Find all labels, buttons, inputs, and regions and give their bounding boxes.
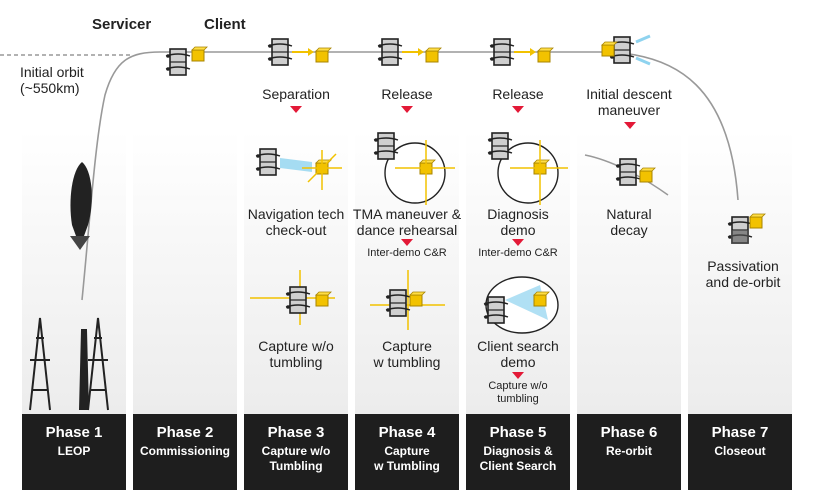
- phase-1-title: Phase 1: [45, 424, 103, 441]
- natural-decay-line1: Natural: [606, 206, 652, 222]
- launch-tower-icon: [29, 317, 109, 411]
- servicer-client-pair-icon-p4: [377, 38, 442, 66]
- phase-5-subtitle-2: Client Search: [479, 459, 557, 473]
- phase-1-subtitle: LEOP: [57, 444, 91, 458]
- phase-3-subtitle-1: Capture w/o: [261, 444, 331, 458]
- phase-2-box: Phase 2 Commissioning: [133, 414, 237, 490]
- release-arrow-p4: [401, 106, 413, 113]
- client-search-line2: demo: [500, 354, 536, 370]
- rocket-icon: [70, 162, 92, 250]
- capture-wo-p5-line1: Capture w/o: [488, 380, 548, 392]
- servicer-client-pair-icon-p6: [601, 34, 651, 66]
- navigation-check-illustration: [255, 148, 342, 190]
- initial-descent-label: Initial descent maneuver: [574, 86, 684, 118]
- phase-4-subtitle-2: w Tumbling: [374, 459, 440, 473]
- phase-6-box: Phase 6 Re-orbit: [577, 414, 681, 490]
- natural-decay-line2: decay: [610, 222, 648, 238]
- navigation-check-label: Navigation tech check-out: [238, 206, 354, 238]
- phase-3-subtitle-2: Tumbling: [269, 459, 323, 473]
- passivation-line1: Passivation: [707, 258, 779, 274]
- phase-7-subtitle: Closeout: [714, 444, 766, 458]
- inter-demo-arrow-p5: [512, 239, 524, 246]
- capture-wo-tumbling-line1: Capture w/o: [258, 338, 334, 354]
- phase-6-subtitle: Re-orbit: [606, 444, 652, 458]
- inter-demo-label-p5: Inter-demo C&R: [478, 247, 558, 259]
- phase-3-box: Phase 3 Capture w/o Tumbling: [244, 414, 348, 490]
- capture-wo-arrow-p5: [512, 372, 524, 379]
- passivation-illustration: [727, 213, 766, 244]
- diagnosis-demo-line1: Diagnosis: [487, 206, 549, 222]
- natural-decay-illustration: [584, 154, 669, 196]
- separation-arrow: [290, 106, 302, 113]
- diagnosis-demo-line2: demo: [500, 222, 536, 238]
- release-label-p5: Release: [492, 86, 544, 102]
- client-search-line1: Client search: [477, 338, 559, 354]
- diagnosis-demo-label: Diagnosis demo: [466, 206, 570, 238]
- phase-7-title: Phase 7: [711, 424, 769, 441]
- passivation-line2: and de-orbit: [705, 274, 781, 290]
- capture-w-tumbling-label: Capture w tumbling: [355, 338, 459, 370]
- initial-orbit-line1: Initial orbit: [20, 64, 84, 80]
- diagnosis-demo-illustration: [487, 132, 568, 205]
- phase-5-box: Phase 5 Diagnosis & Client Search: [466, 414, 570, 490]
- initial-orbit-label: Initial orbit (~550km): [20, 64, 108, 96]
- phase-1-box: Phase 1 LEOP: [22, 414, 126, 490]
- tma-maneuver-line2: dance rehearsal: [356, 222, 458, 238]
- servicer-client-pair-icon-p5: [489, 38, 554, 66]
- capture-wo-p5-line2: tumbling: [497, 393, 539, 405]
- client-search-illustration: [483, 276, 559, 334]
- phase-2-subtitle: Commissioning: [139, 444, 230, 458]
- phase-5-title: Phase 5: [489, 424, 547, 441]
- navigation-check-line2: check-out: [265, 222, 327, 238]
- capture-wo-tumbling-illustration: [250, 270, 335, 325]
- servicer-client-pair-icon-p2: [165, 46, 208, 76]
- capture-w-tumbling-illustration: [370, 270, 445, 330]
- natural-decay-label: Natural decay: [577, 206, 681, 238]
- initial-descent-line2: maneuver: [597, 102, 661, 118]
- passivation-label: Passivation and de-orbit: [688, 258, 798, 290]
- phase-2-title: Phase 2: [156, 424, 214, 441]
- servicer-client-pair-icon-p3: [267, 38, 332, 66]
- orbit-trajectory: [81, 51, 739, 301]
- client-search-label: Client search demo: [466, 338, 570, 370]
- phase-7-box: Phase 7 Closeout: [688, 414, 792, 490]
- capture-wo-label-p5: Capture w/o tumbling: [466, 380, 570, 406]
- phase-7-column: [688, 130, 792, 415]
- tma-maneuver-line1: TMA maneuver &: [352, 206, 462, 222]
- phase-3-column: [244, 130, 348, 415]
- client-label: Client: [204, 16, 246, 33]
- initial-descent-arrow: [624, 122, 636, 129]
- phase-6-title: Phase 6: [600, 424, 658, 441]
- release-label-p4: Release: [381, 86, 433, 102]
- separation-label: Separation: [262, 86, 330, 102]
- phase-5-subtitle-1: Diagnosis &: [483, 444, 553, 458]
- capture-wo-tumbling-label: Capture w/o tumbling: [238, 338, 354, 370]
- phase-4-box: Phase 4 Capture w Tumbling: [355, 414, 459, 490]
- phase-2-column: [133, 130, 237, 415]
- capture-w-tumbling-line2: w tumbling: [373, 354, 441, 370]
- phase-4-subtitle-1: Capture: [384, 444, 430, 458]
- servicer-label: Servicer: [92, 16, 152, 33]
- inter-demo-arrow-p4: [401, 239, 413, 246]
- initial-descent-line1: Initial descent: [586, 86, 672, 102]
- release-arrow-p5: [512, 106, 524, 113]
- tma-maneuver-illustration: [373, 132, 455, 205]
- inter-demo-label-p4: Inter-demo C&R: [367, 247, 447, 259]
- initial-orbit-line2: (~550km): [20, 80, 80, 96]
- capture-wo-tumbling-line2: tumbling: [269, 354, 323, 370]
- phase-4-title: Phase 4: [378, 424, 436, 441]
- tma-maneuver-label: TMA maneuver & dance rehearsal: [350, 206, 464, 238]
- capture-w-tumbling-line1: Capture: [382, 338, 432, 354]
- phase-3-title: Phase 3: [267, 424, 325, 441]
- navigation-check-line1: Navigation tech: [247, 206, 345, 222]
